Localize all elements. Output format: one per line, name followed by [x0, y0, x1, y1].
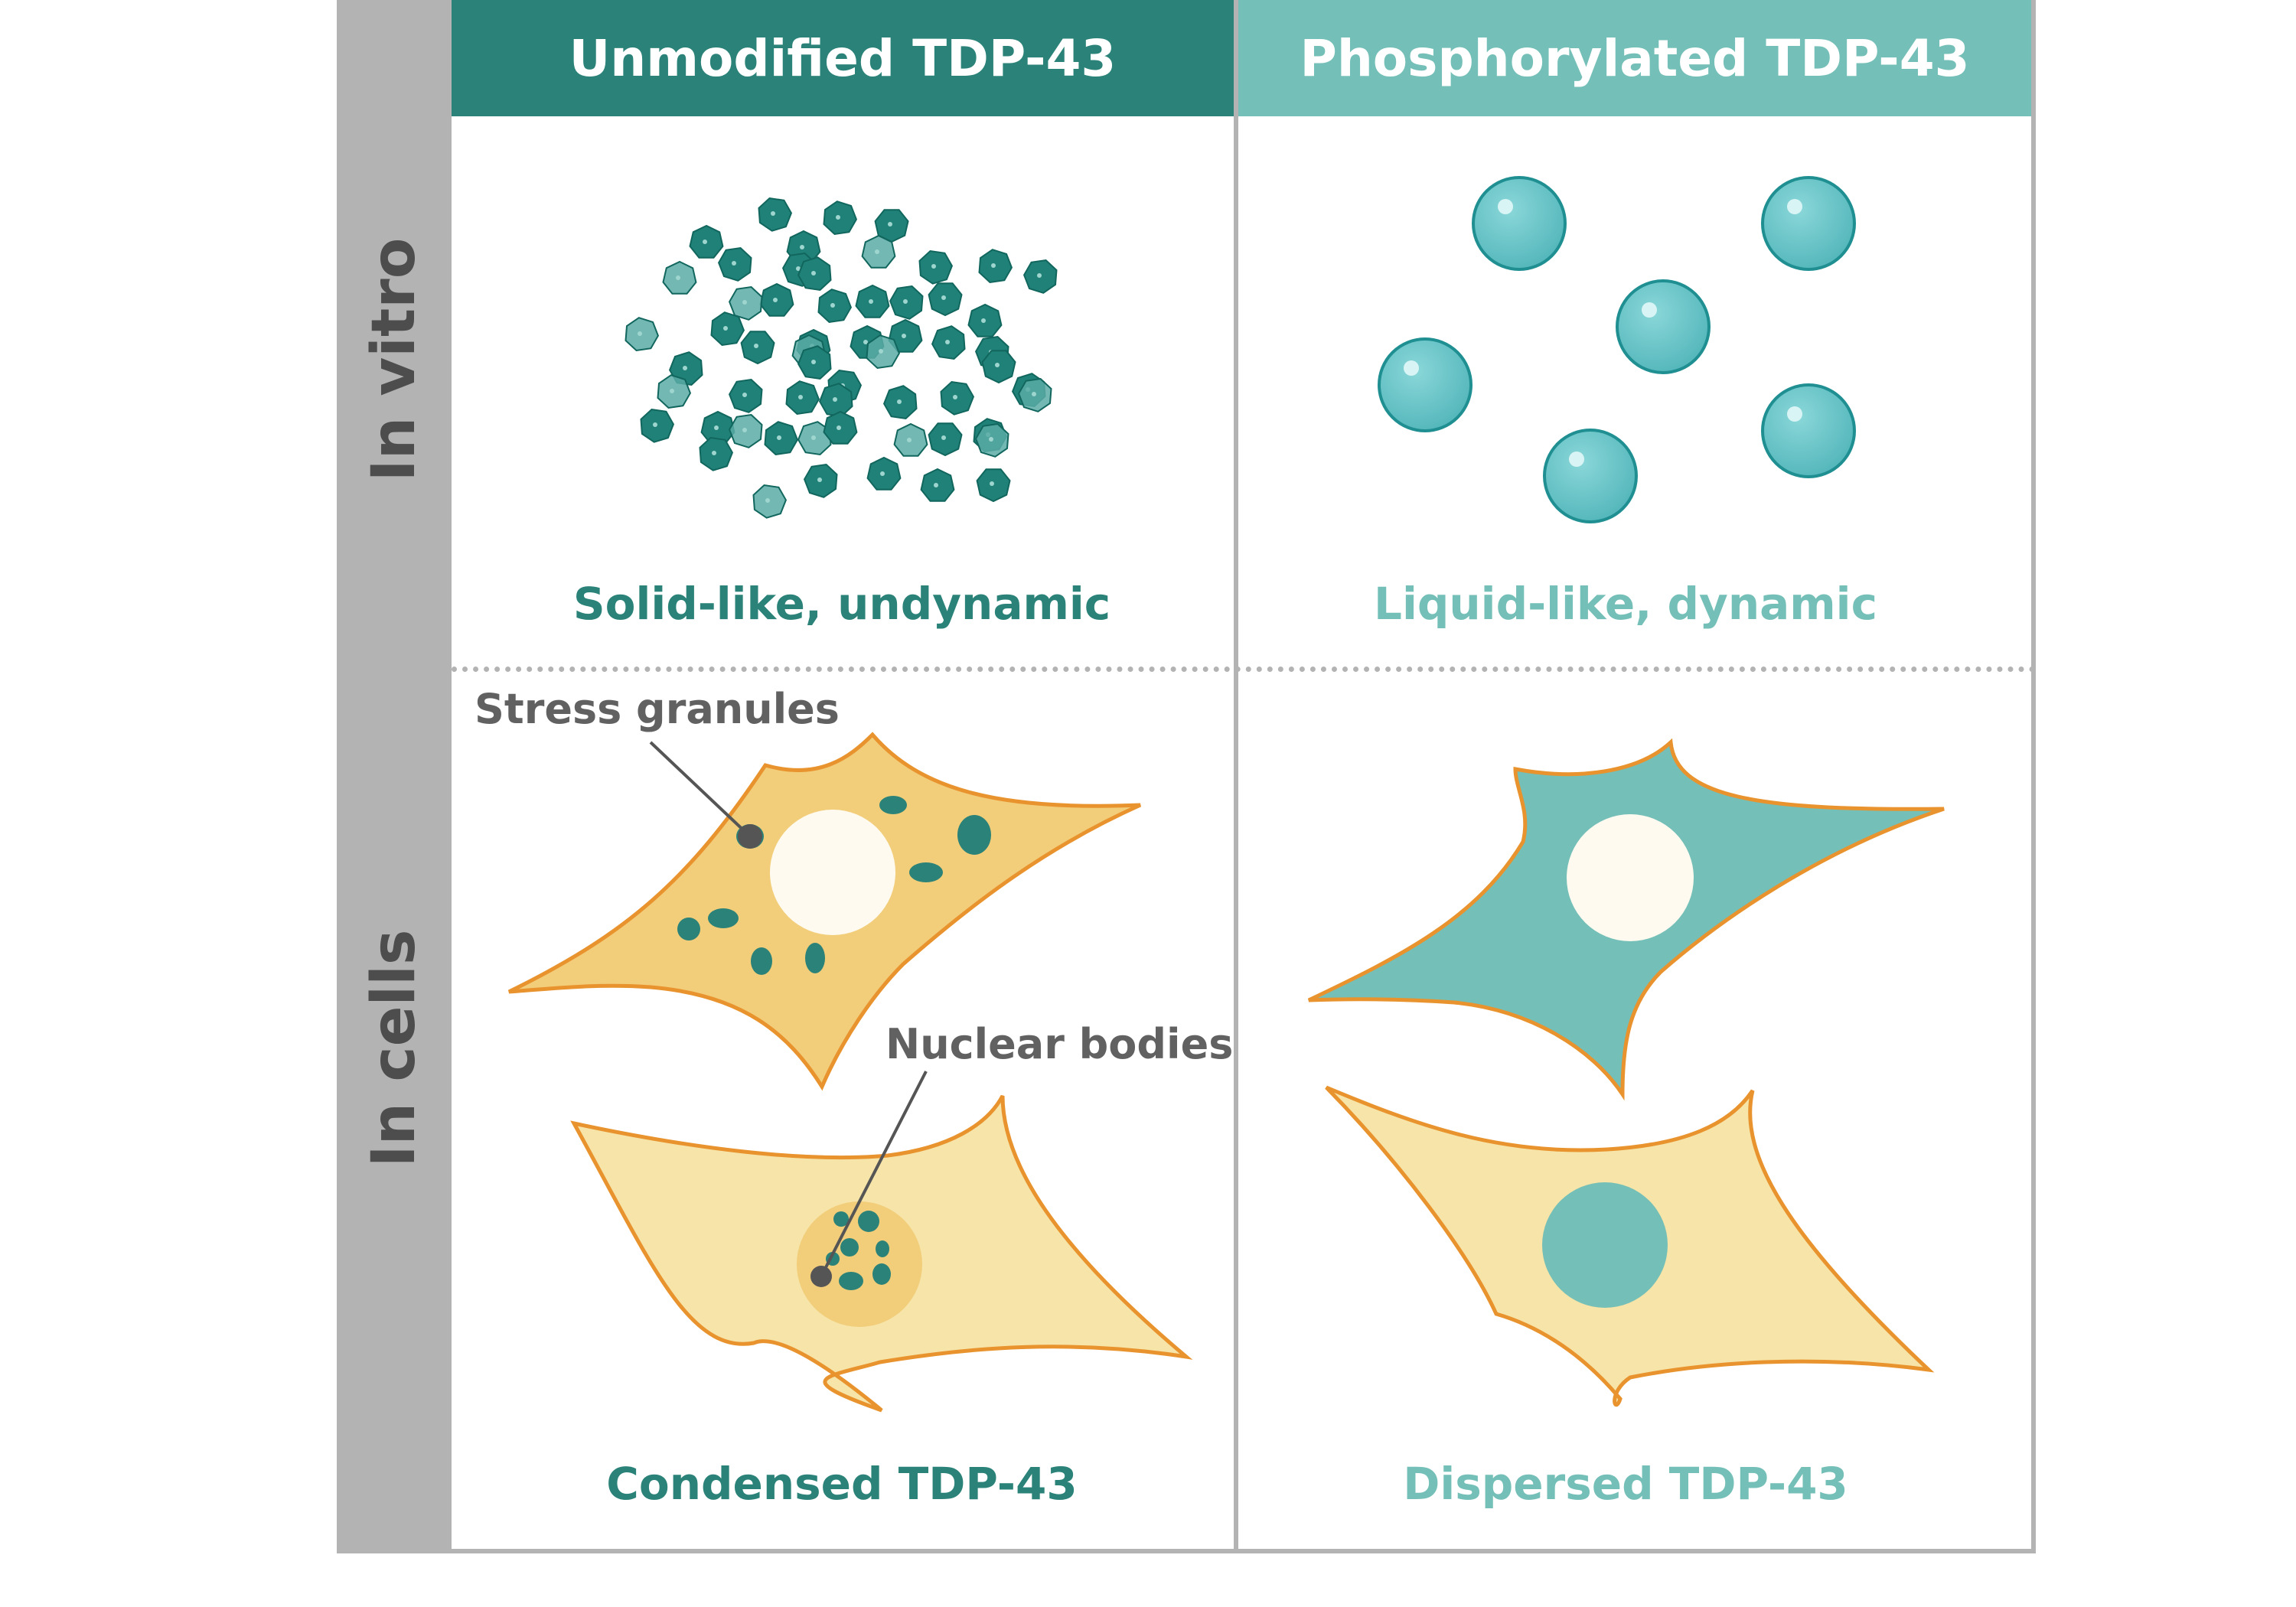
aggregate — [699, 436, 734, 471]
droplet — [1761, 176, 1856, 271]
droplet — [1378, 337, 1473, 432]
droplet — [1543, 429, 1638, 523]
callout-stress-granules: Stress granules — [475, 685, 840, 733]
nuclear-callout-line — [820, 1071, 928, 1277]
solid-aggregates — [625, 197, 1058, 519]
aggregate — [918, 249, 954, 285]
callout-nuclear-bodies: Nuclear bodies — [885, 1020, 1234, 1068]
nuclear-bodies — [826, 1211, 891, 1290]
row-divider — [452, 667, 2036, 672]
caption-dispersed: Dispersed TDP-43 — [1403, 1458, 1848, 1510]
caption-condensed: Condensed TDP-43 — [606, 1458, 1078, 1510]
caption-liquid-like: Liquid-like, dynamic — [1374, 578, 1877, 630]
liquid-droplets — [1378, 176, 1856, 523]
column-divider — [1234, 0, 1238, 1553]
droplet — [1616, 279, 1711, 374]
nucleus — [797, 1201, 922, 1327]
cell-stress-granules — [507, 732, 1142, 1091]
header-unmodified: Unmodified TDP-43 — [452, 0, 1234, 116]
nucleus — [1567, 814, 1694, 941]
nucleus — [1542, 1182, 1668, 1308]
aggregate — [752, 484, 788, 519]
aggregate — [758, 197, 793, 232]
cell-dispersed-nucleus — [1325, 1085, 1935, 1407]
droplet — [1472, 176, 1567, 271]
caption-solid-like: Solid-like, undynamic — [572, 578, 1111, 630]
header-phosphorylated: Phosphorylated TDP-43 — [1238, 0, 2031, 116]
cell-nuclear-bodies — [570, 1071, 1193, 1413]
cell-dispersed-cytoplasm — [1307, 738, 1945, 1101]
droplet — [1761, 383, 1856, 478]
aggregate — [940, 380, 975, 416]
stress-callout-line — [649, 741, 752, 838]
aggregate — [640, 408, 675, 443]
nucleus — [770, 810, 895, 935]
row-label-strip — [337, 0, 452, 1553]
